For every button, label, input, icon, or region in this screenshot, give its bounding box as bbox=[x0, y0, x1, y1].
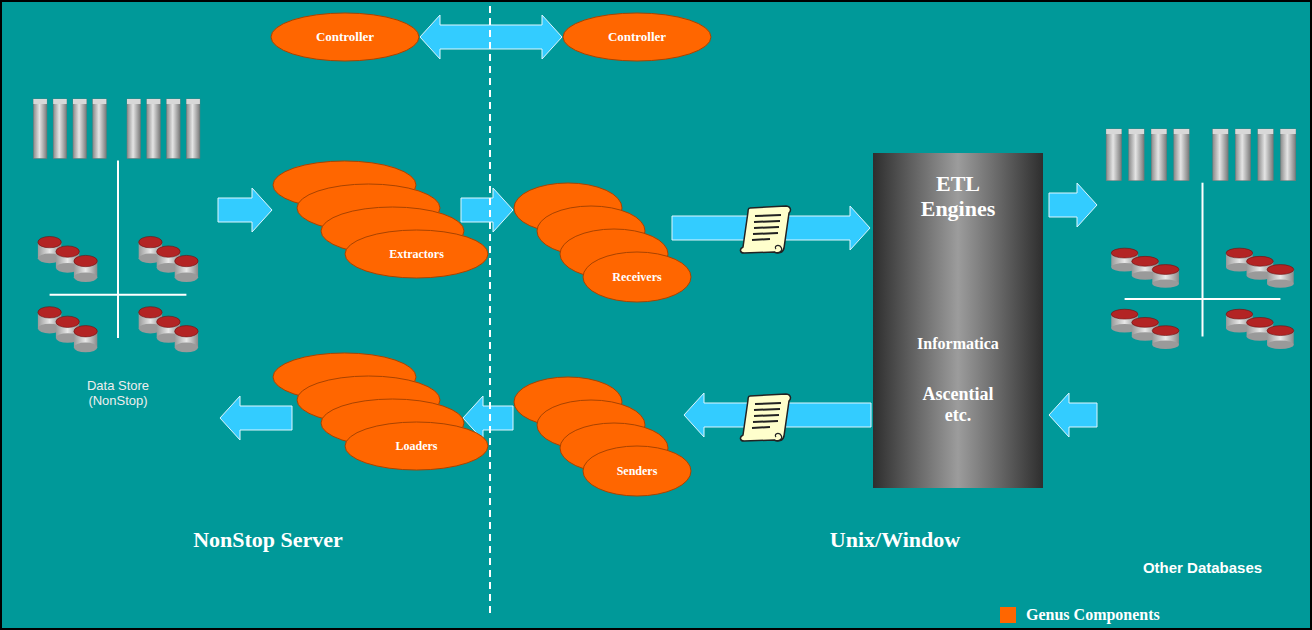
component-ellipse bbox=[563, 13, 711, 61]
component-ellipse bbox=[583, 252, 691, 302]
legend-swatch bbox=[1000, 607, 1016, 623]
database-group: Other Databases bbox=[1100, 125, 1305, 587]
component-ellipse bbox=[345, 230, 488, 278]
etl-engine-box: ETL EnginesInformaticaAscential etc. bbox=[873, 153, 1043, 488]
database-illustration bbox=[1106, 129, 1296, 349]
engine-label: ETL Engines bbox=[903, 171, 1013, 222]
label-area: Controller bbox=[270, 12, 420, 62]
component-ellipse bbox=[583, 446, 691, 496]
data-store-outline bbox=[28, 95, 208, 420]
region-label-holder: Unix/Window bbox=[735, 520, 1055, 560]
label-area: Receivers bbox=[582, 251, 692, 303]
engine-label: Informatica bbox=[917, 335, 999, 353]
label-area: Other Databases bbox=[1100, 553, 1305, 583]
component-ellipse bbox=[345, 422, 488, 470]
document-icon bbox=[740, 394, 790, 441]
label-area: Informatica bbox=[873, 329, 1043, 359]
label-area: Senders bbox=[582, 445, 692, 497]
region-label: NonStop Server bbox=[193, 527, 343, 553]
legend-text: Genus Components bbox=[1026, 606, 1160, 624]
component-label: Receivers bbox=[612, 270, 661, 285]
database-illustration bbox=[33, 99, 200, 352]
label-area: Extractors bbox=[344, 229, 489, 279]
receiver-stack: Receivers bbox=[513, 182, 692, 303]
database-group-outline bbox=[1100, 125, 1305, 587]
boundary-line bbox=[489, 6, 491, 614]
region-label-holder: NonStop Server bbox=[108, 520, 428, 560]
label-area: Controller bbox=[562, 12, 712, 62]
extractor-stack-outline bbox=[272, 160, 489, 279]
store-label: Other Databases bbox=[1143, 559, 1262, 576]
block-arrow bbox=[1049, 183, 1097, 227]
region-label: Unix/Window bbox=[830, 527, 960, 553]
block-arrow bbox=[218, 188, 272, 232]
block-arrow bbox=[461, 188, 513, 232]
legend-row: Genus Components bbox=[1000, 603, 1160, 627]
sender-stack: Senders bbox=[513, 376, 692, 497]
loader-stack-outline bbox=[272, 352, 489, 471]
block-arrow bbox=[1049, 393, 1097, 437]
loader-stack: Loaders bbox=[272, 352, 489, 471]
receiver-stack-outline bbox=[513, 182, 692, 303]
component-label: Senders bbox=[617, 464, 658, 479]
component-label: Loaders bbox=[396, 439, 438, 454]
label-area: Loaders bbox=[344, 421, 489, 471]
component-label: Controller bbox=[608, 29, 666, 45]
sender-stack-outline bbox=[513, 376, 692, 497]
engine-label: Ascential etc. bbox=[908, 384, 1008, 425]
extractor-stack: Extractors bbox=[272, 160, 489, 279]
block-arrow bbox=[220, 396, 292, 440]
document-icon bbox=[740, 206, 790, 253]
controller-ellipse: Controller bbox=[562, 12, 712, 62]
controller-ellipse: Controller bbox=[270, 12, 420, 62]
component-label: Extractors bbox=[389, 247, 444, 262]
label-area: ETL Engines bbox=[873, 165, 1043, 227]
store-label: Data Store (NonStop) bbox=[68, 379, 168, 409]
label-area: Data Store (NonStop) bbox=[28, 373, 208, 415]
component-label: Controller bbox=[316, 29, 374, 45]
label-area: Ascential etc. bbox=[873, 375, 1043, 435]
data-store: Data Store (NonStop) bbox=[28, 95, 208, 420]
component-ellipse bbox=[271, 13, 419, 61]
